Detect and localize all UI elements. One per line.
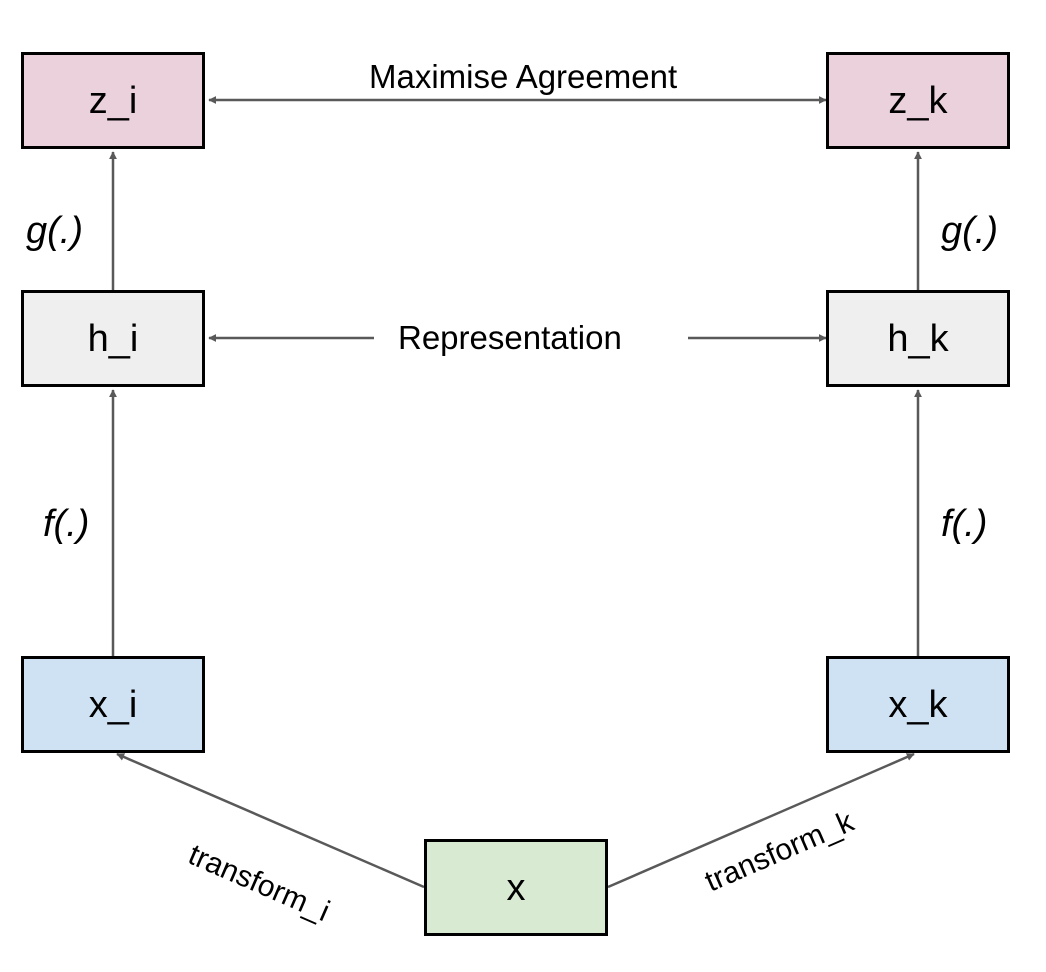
representation-label: Representation xyxy=(398,319,622,356)
node-h-i: h_i xyxy=(21,290,205,387)
node-z-i-label: z_i xyxy=(88,79,138,122)
f-label-right: f(.) xyxy=(941,503,988,545)
node-z-k: z_k xyxy=(826,52,1010,149)
g-label-left: g(.) xyxy=(26,210,83,252)
node-x: x xyxy=(424,839,608,936)
agreement-label: Maximise Agreement xyxy=(369,58,678,95)
node-h-k: h_k xyxy=(826,290,1010,387)
node-x-i-label: x_i xyxy=(88,683,138,726)
f-label-left: f(.) xyxy=(43,503,90,545)
transform-i-arrow xyxy=(116,752,425,889)
transform-k-arrow xyxy=(607,752,915,889)
node-x-k-label: x_k xyxy=(888,683,948,726)
node-x-i: x_i xyxy=(21,656,205,753)
node-h-k-label: h_k xyxy=(887,317,949,360)
g-label-right: g(.) xyxy=(941,210,998,252)
node-z-i: z_i xyxy=(21,52,205,149)
node-x-label: x xyxy=(506,866,526,909)
node-z-k-label: z_k xyxy=(888,79,948,122)
node-x-k: x_k xyxy=(826,656,1010,753)
node-h-i-label: h_i xyxy=(87,317,139,360)
